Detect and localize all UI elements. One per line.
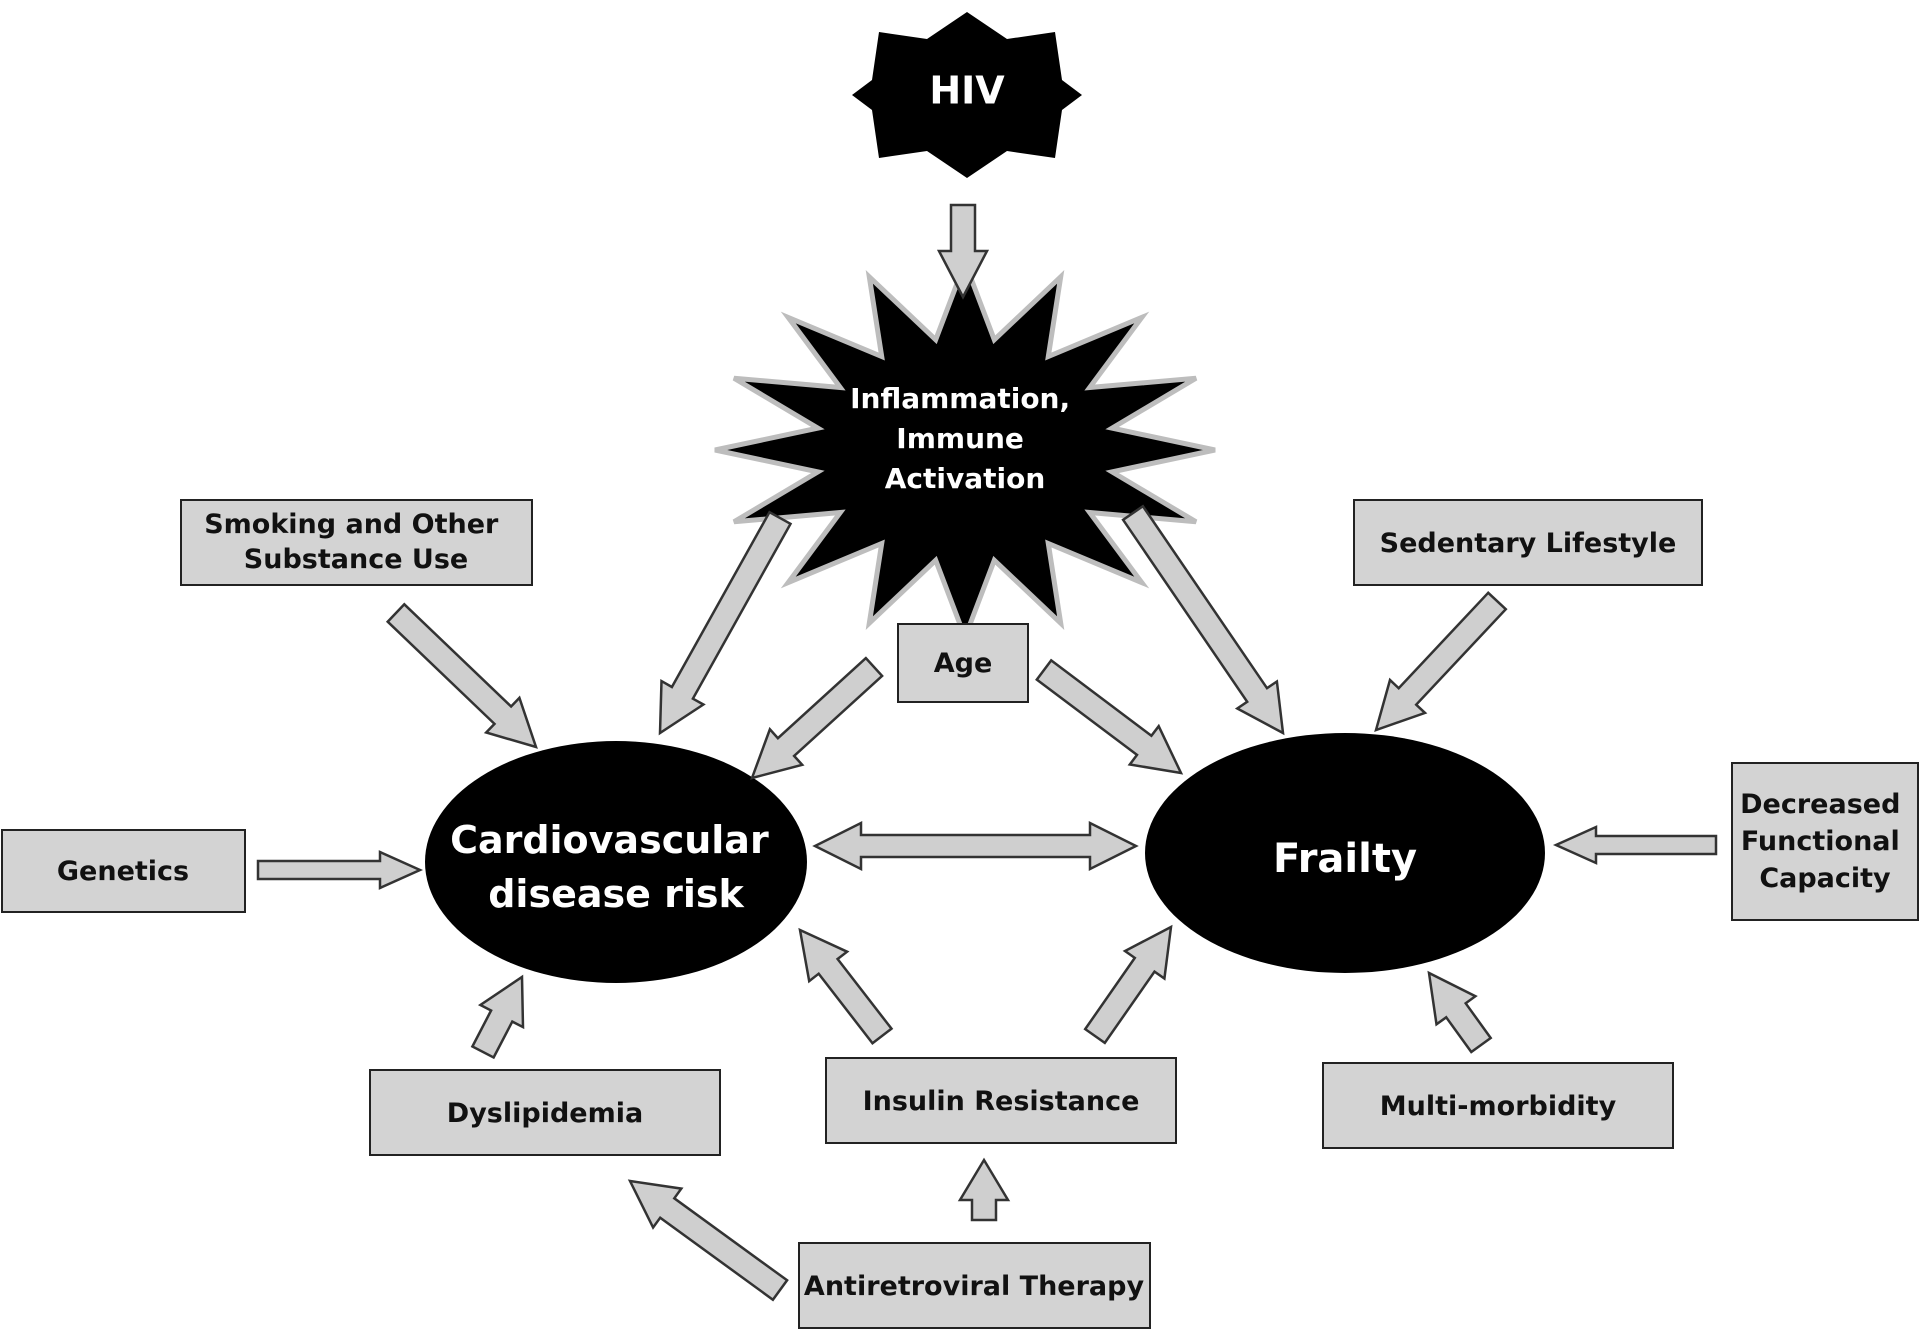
multimorbidity-node: Multi-morbidity	[1322, 1062, 1674, 1149]
smoking-label: Smoking and Other Substance Use	[204, 509, 508, 575]
decreased-functional-box	[1731, 762, 1919, 921]
decreased-functional-node: Decreased Functional Capacity	[1731, 762, 1919, 921]
hiv-star-shape	[852, 12, 1082, 178]
cvd-ellipse	[425, 741, 807, 983]
smoking-node: Smoking and Other Substance Use	[180, 499, 533, 586]
sedentary-label: Sedentary Lifestyle	[1380, 528, 1677, 559]
arrow-age-to-cvd	[749, 656, 884, 780]
arrow-smoking-to-cvd	[385, 602, 538, 749]
arrow-hiv-to-inflammation	[936, 203, 990, 300]
arrow-insulin-to-frailty	[1083, 924, 1173, 1045]
inflammation-node: Inflammation, Immune Activation	[714, 255, 1216, 645]
arrow-insulin-to-cvd	[798, 927, 894, 1046]
insulin-label: Insulin Resistance	[863, 1086, 1140, 1117]
insulin-box	[825, 1057, 1177, 1144]
decreased-functional-line-2: Functional	[1741, 826, 1900, 857]
arrows-layer	[256, 203, 1718, 1302]
art-node: Antiretroviral Therapy	[798, 1242, 1151, 1329]
inflammation-label-line-2: Immune	[896, 422, 1024, 455]
cvd-label-line-2: disease risk	[488, 872, 744, 916]
genetics-node: Genetics	[1, 829, 246, 913]
dyslipidemia-label: Dyslipidemia	[447, 1098, 643, 1129]
genetics-box	[1, 829, 246, 913]
art-box	[798, 1242, 1151, 1329]
inflammation-label: Inflammation, Immune Activation	[850, 382, 1080, 495]
arrow-art-to-dyslipidemia	[627, 1179, 789, 1302]
cvd-label-line-1: Cardiovascular	[450, 818, 769, 862]
inflammation-label-line-3: Activation	[885, 462, 1046, 495]
smoking-label-line-2: Substance Use	[244, 544, 468, 575]
arrow-genetics-to-cvd	[256, 850, 424, 890]
dyslipidemia-node: Dyslipidemia	[369, 1069, 721, 1156]
frailty-node: Frailty	[1145, 733, 1545, 973]
genetics-label: Genetics	[57, 856, 189, 887]
arrow-inflammation-to-cvd	[658, 510, 793, 736]
arrow-age-to-frailty	[1035, 658, 1184, 775]
hiv-node: HIV	[852, 12, 1082, 178]
inflammation-label-line-1: Inflammation,	[850, 382, 1070, 415]
decreased-functional-line-3: Capacity	[1759, 863, 1891, 894]
decreased-functional-label: Decreased Functional Capacity	[1740, 789, 1910, 894]
arrow-cvd-frailty-bidirectional	[812, 820, 1139, 872]
smoking-box	[180, 499, 533, 586]
multimorbidity-label: Multi-morbidity	[1380, 1091, 1617, 1122]
age-box	[897, 623, 1029, 703]
insulin-node: Insulin Resistance	[825, 1057, 1177, 1144]
art-label: Antiretroviral Therapy	[804, 1271, 1145, 1302]
arrow-decreased-functional-to-frailty	[1552, 825, 1718, 865]
frailty-ellipse	[1145, 733, 1545, 973]
multimorbidity-box	[1322, 1062, 1674, 1149]
frailty-label: Frailty	[1273, 836, 1417, 882]
dyslipidemia-box	[369, 1069, 721, 1156]
arrow-dyslipidemia-to-cvd	[470, 974, 525, 1060]
arrow-inflammation-to-frailty	[1121, 504, 1285, 736]
arrow-art-to-insulin	[957, 1157, 1011, 1222]
decreased-functional-line-1: Decreased	[1740, 789, 1900, 820]
sedentary-node: Sedentary Lifestyle	[1353, 499, 1703, 586]
arrow-sedentary-to-frailty	[1374, 591, 1508, 732]
cvd-node: Cardiovascular disease risk	[425, 741, 807, 983]
sedentary-box	[1353, 499, 1703, 586]
arrow-multimorbidity-to-frailty	[1427, 970, 1493, 1054]
age-label: Age	[934, 648, 993, 679]
cvd-label: Cardiovascular disease risk	[450, 818, 782, 916]
age-node: Age	[897, 623, 1029, 703]
hiv-label: HIV	[929, 69, 1005, 113]
smoking-label-line-1: Smoking and Other	[204, 509, 499, 540]
